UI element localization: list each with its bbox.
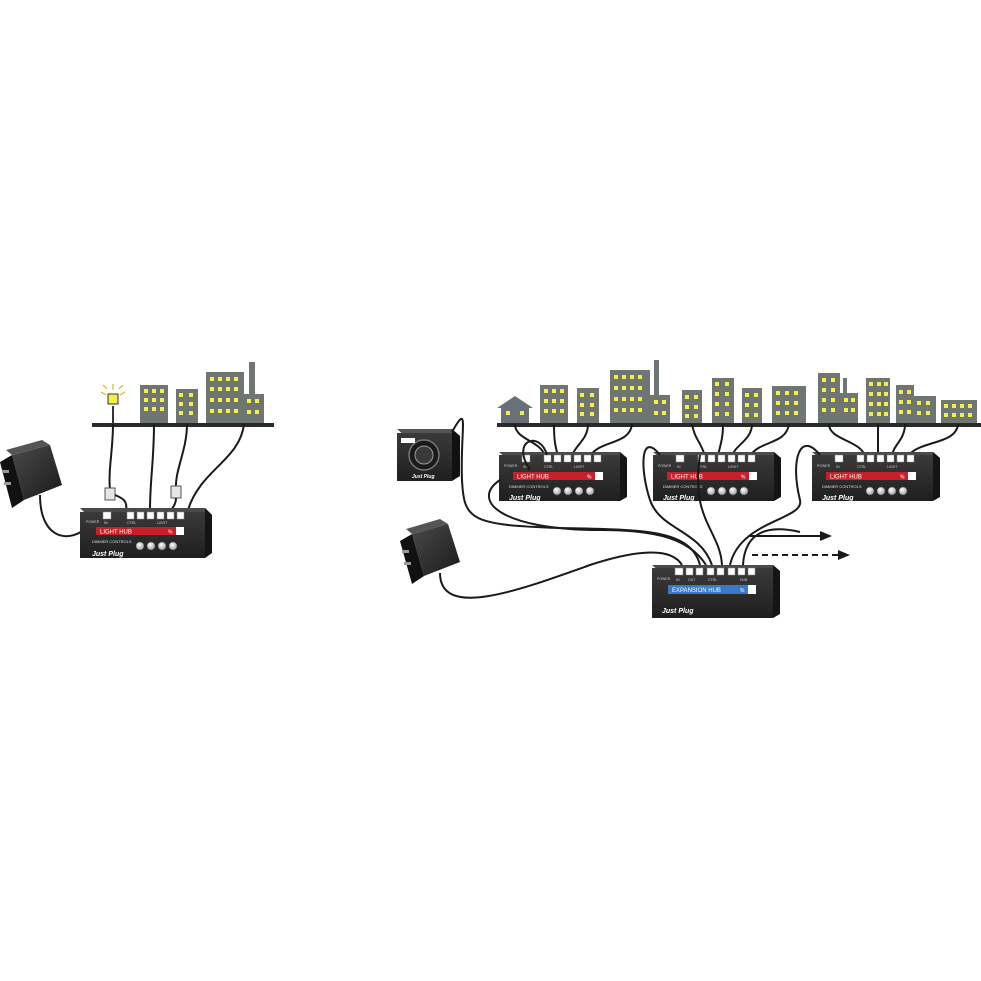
power-adapter-left xyxy=(0,440,62,508)
hub-title: EXPANSION HUB xyxy=(672,588,721,594)
light-hub-middle: POWER IN CTRL LIGHT LIGHT HUB % DIMMER C… xyxy=(653,452,781,502)
expansion-hub: POWER IN OUT CTRL HUB EXPANSION HUB % Ju… xyxy=(652,565,780,618)
brand-logo: Just Plug xyxy=(509,495,541,502)
plug-connector xyxy=(104,487,116,501)
dimmer-knobs xyxy=(706,486,749,496)
light-hub-left: POWER IN CTRL LIGHT LIGHT HUB % DIMMER C… xyxy=(499,452,627,502)
power-label: POWER xyxy=(817,464,831,468)
hub-title: LIGHT HUB xyxy=(100,530,132,536)
building-left-2 xyxy=(176,389,198,423)
ctrl-label: CTRL xyxy=(857,465,866,469)
power-adapter-right xyxy=(400,519,460,584)
brand-logo: Just Plug xyxy=(662,608,694,615)
ctrl-label: CTRL xyxy=(544,465,553,469)
light-label: LIGHT xyxy=(574,465,585,469)
factory-left xyxy=(206,362,264,423)
single-hub-scene: POWER IN CTRL LIGHT LIGHT HUB % DIMMER C… xyxy=(0,362,274,558)
dimmer-knobs xyxy=(865,486,908,496)
dimmer-label: DIMMER CONTROLS xyxy=(822,484,862,489)
building-cluster-2 xyxy=(682,378,806,423)
ctrl-label: CTRL xyxy=(127,521,136,525)
percent-label: % xyxy=(900,475,905,481)
remote-cable xyxy=(451,417,701,566)
hub-link-cables xyxy=(488,439,821,566)
percent-label: % xyxy=(587,475,592,481)
building-cluster-1 xyxy=(540,360,670,423)
light-label: LIGHT xyxy=(728,465,739,469)
power-label: POWER xyxy=(86,520,100,524)
scenery-shelf-left xyxy=(92,423,274,427)
power-cable-right xyxy=(439,551,683,599)
light-hub-single: POWER IN CTRL LIGHT LIGHT HUB % DIMMER C… xyxy=(80,508,212,558)
ctrl-label: CTRL xyxy=(708,578,717,582)
plug-connector xyxy=(170,485,182,499)
street-lamp xyxy=(100,384,126,424)
building-left-1 xyxy=(140,385,168,423)
hub-title: LIGHT HUB xyxy=(830,475,862,481)
light-label: LIGHT xyxy=(887,465,898,469)
house xyxy=(497,396,533,423)
dimmer-label: DIMMER CONTROLS xyxy=(663,484,703,489)
in-label: IN xyxy=(836,465,840,469)
ctrl-label: CTRL xyxy=(698,465,707,469)
hub-title: LIGHT HUB xyxy=(517,475,549,481)
hub-label: HUB xyxy=(740,578,748,582)
in-label: IN xyxy=(523,465,527,469)
brand-logo: Just Plug xyxy=(822,495,854,502)
brand-logo: Just Plug xyxy=(92,551,124,558)
light-label: LIGHT xyxy=(157,521,168,525)
remote-control: Just Plug xyxy=(397,429,460,481)
dimmer-knobs xyxy=(552,486,595,496)
remote-brand: Just Plug xyxy=(412,474,435,480)
scenery-shelf-right xyxy=(497,423,981,427)
brand-logo: Just Plug xyxy=(663,495,695,502)
scenery-cables-left xyxy=(108,423,245,511)
building-cluster-3 xyxy=(818,373,977,423)
scenery-cables-right xyxy=(514,423,959,457)
percent-label: % xyxy=(740,588,745,594)
out-label: OUT xyxy=(688,578,696,582)
percent-label: % xyxy=(168,530,173,536)
percent-label: % xyxy=(741,475,746,481)
power-label: POWER xyxy=(504,464,518,468)
power-label: POWER xyxy=(658,464,672,468)
in-label: IN xyxy=(104,521,108,525)
expansion-system-scene: Just Plug POWER IN CTRL LIGH xyxy=(397,360,981,618)
expansion-arrows xyxy=(750,531,850,560)
power-label: POWER xyxy=(657,577,671,581)
hub-title: LIGHT HUB xyxy=(671,475,703,481)
in-label: IN xyxy=(676,578,680,582)
dimmer-knobs xyxy=(135,541,178,551)
dimmer-label: DIMMER CONTROLS xyxy=(92,539,132,544)
dimmer-label: DIMMER CONTROLS xyxy=(509,484,549,489)
light-hub-right: POWER IN CTRL LIGHT LIGHT HUB % DIMMER C… xyxy=(812,452,940,502)
in-label: IN xyxy=(677,465,681,469)
